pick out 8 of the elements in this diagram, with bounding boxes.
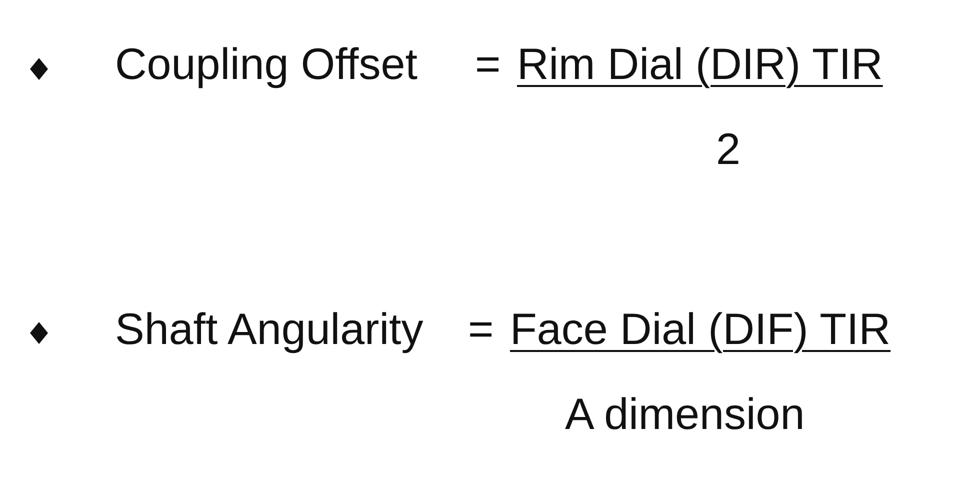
fraction-numerator: Face Dial (DIF) TIR: [510, 305, 891, 355]
fraction-numerator: Rim Dial (DIR) TIR: [517, 40, 883, 90]
equals-sign: =: [475, 40, 501, 90]
fraction-denominator: 2: [716, 125, 740, 175]
equals-sign: =: [468, 305, 494, 355]
fraction-denominator: A dimension: [565, 390, 805, 440]
term-name: Shaft Angularity: [115, 305, 424, 355]
term-name: Coupling Offset: [115, 40, 418, 90]
